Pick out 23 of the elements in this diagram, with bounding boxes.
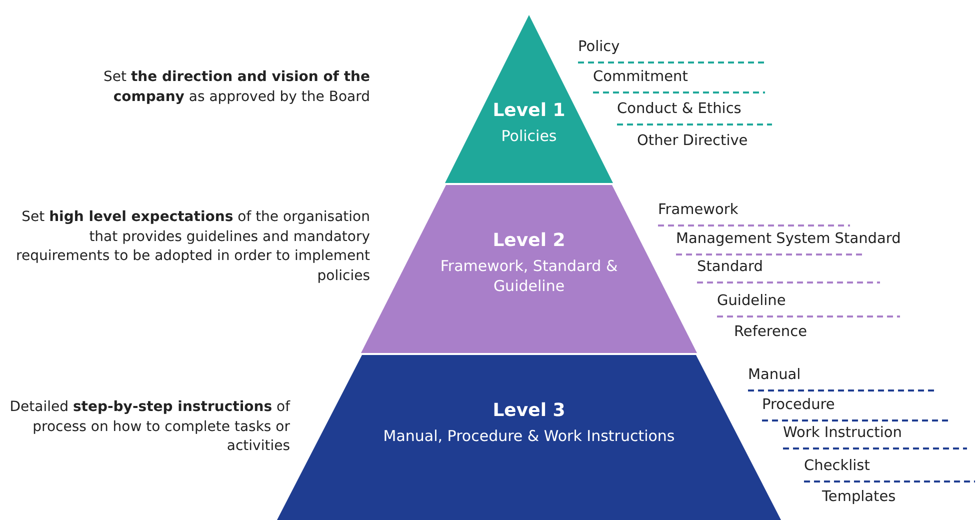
description-text: Detailed step-by-step instructions of process on how to complete tasks or activities [8, 398, 290, 456]
level-heading: Level 2 [492, 230, 566, 251]
level-title: Manual, Procedure & Work Instructions [382, 427, 676, 446]
list-item: Templates [822, 489, 896, 505]
list-item: Standard [697, 259, 763, 275]
list-item: Guideline [717, 293, 786, 309]
list-item: Other Directive [637, 133, 748, 149]
level-heading: Level 1 [492, 100, 566, 121]
list-item: Commitment [593, 69, 688, 85]
list-item: Reference [734, 324, 808, 340]
description-text: Set the direction and vision of the company as approved by the Board [102, 68, 370, 107]
list-item: Framework [658, 202, 738, 218]
list-item: Manual [748, 367, 801, 383]
level-title: Policies [500, 127, 558, 146]
list-item: Management System Standard [676, 231, 901, 247]
list-item: Work Instruction [783, 425, 902, 441]
description-text: Set high level expectations of the organisation that provides guidelines and mandatory requirements to be adopted in order to implement policies [15, 208, 370, 286]
level-heading: Level 3 [492, 400, 566, 421]
list-item: Checklist [804, 458, 870, 474]
list-item: Conduct & Ethics [617, 101, 742, 117]
level-title: Framework, Standard & Guideline [439, 257, 619, 296]
list-item: Procedure [762, 397, 835, 413]
list-item: Policy [578, 39, 620, 55]
